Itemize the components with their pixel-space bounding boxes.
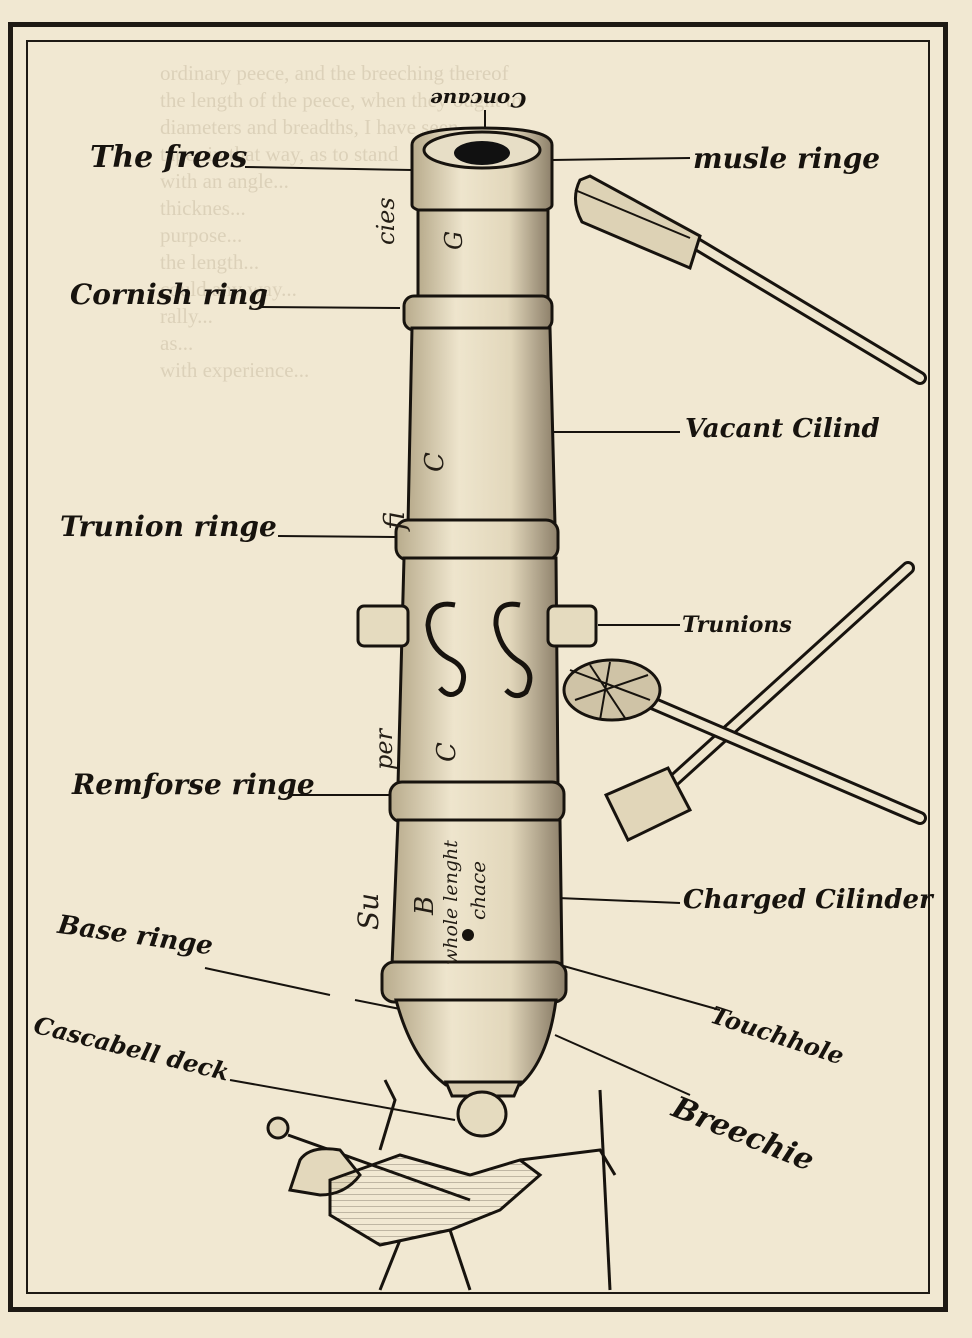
barrel-mark-cies: cies	[372, 197, 400, 245]
label-trunion-ringe: Trunion ringe	[60, 510, 277, 543]
label-the-frees: The frees	[90, 140, 248, 175]
barrel-mark-per: per	[370, 728, 398, 770]
label-cornish-ring: Cornish ring	[70, 278, 268, 311]
inner-frame	[26, 40, 930, 1294]
barrel-mark-whole-length: whole lenght	[440, 840, 462, 965]
label-trunions: Trunions	[682, 612, 792, 638]
gunner-figure-icon	[266, 1079, 617, 1291]
label-vacant-cilind: Vacant Cilind	[685, 414, 880, 444]
label-remforse-ringe: Remforse ringe	[72, 768, 315, 801]
barrel-mark-fi: fi	[378, 511, 411, 530]
label-musle-ringe: musle ringe	[693, 142, 881, 175]
barrel-mark-su: Su	[352, 892, 385, 930]
barrel-mark-c-upper: C	[420, 452, 450, 472]
barrel-mark-chace: chace	[466, 860, 490, 920]
barrel-mark-c-lower: C	[432, 742, 462, 762]
outer-frame	[8, 22, 948, 1312]
barrel-mark-b: B	[410, 895, 440, 915]
label-concave: Concaue	[430, 88, 527, 112]
ladle-tool-icon	[574, 174, 927, 385]
bleed-through-text: ordinary peece, and the breeching thereo…	[160, 61, 523, 382]
cannon-barrel-icon	[356, 126, 598, 1138]
label-charged-cilinder: Charged Cilinder	[683, 885, 933, 915]
rammer-sponge-tool-icon	[562, 561, 927, 843]
barrel-mark-g: G	[440, 230, 468, 250]
